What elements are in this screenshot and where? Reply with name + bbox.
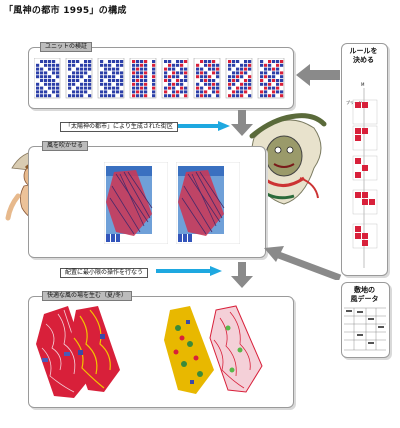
comfort-map-summer-b bbox=[70, 306, 120, 392]
unit-panel-label: ユニットの検証 bbox=[40, 42, 93, 52]
unit-thumbnail bbox=[129, 58, 157, 99]
page-title: 「風神の都市 1995」の構成 bbox=[4, 6, 127, 16]
rules-marker-mid: ブリッジ bbox=[346, 100, 362, 105]
rule-pattern bbox=[352, 189, 378, 215]
rule-pattern bbox=[352, 99, 378, 125]
rule-pattern bbox=[352, 155, 378, 181]
unit-thumbnail bbox=[161, 58, 189, 99]
unit-thumbnail bbox=[257, 58, 285, 99]
comfort-map-winter-a bbox=[164, 306, 214, 394]
unit-thumbnail bbox=[65, 58, 93, 99]
wind-god-illustration bbox=[249, 113, 327, 205]
placement-arrow bbox=[156, 266, 222, 276]
wind-map-right bbox=[176, 162, 240, 244]
rules-label-line2: 決める bbox=[353, 56, 374, 64]
rules-label: ルールを 決める bbox=[341, 47, 386, 65]
generated-arrow bbox=[178, 121, 230, 131]
rule-pattern bbox=[352, 223, 378, 249]
site-wind-label-line2: 風データ bbox=[350, 295, 379, 303]
down-arrow-2 bbox=[231, 262, 253, 288]
down-arrow-1 bbox=[231, 110, 253, 136]
site-wind-table bbox=[344, 307, 386, 351]
unit-thumbnail bbox=[97, 58, 125, 99]
placement-label: 配置に最小限の操作を行なう bbox=[60, 268, 149, 278]
comfort-panel-label: 快適な風の場を生む（夏/冬） bbox=[42, 291, 133, 301]
site-wind-panel bbox=[341, 282, 390, 358]
wind-map-left bbox=[104, 162, 168, 244]
rules-to-unit-arrow bbox=[296, 64, 340, 86]
comfort-map-winter-b bbox=[209, 305, 263, 393]
generated-label: 「太陽神の都市」により生成された街区 bbox=[60, 122, 178, 132]
unit-row bbox=[34, 58, 288, 102]
site-wind-label-line1: 敷地の bbox=[354, 286, 375, 294]
unit-thumbnail bbox=[34, 58, 61, 99]
rule-pattern bbox=[352, 125, 378, 151]
unit-thumbnail bbox=[225, 58, 253, 99]
wind-panel-label: 風を吹かせる bbox=[42, 141, 89, 151]
site-wind-label: 敷地の 風データ bbox=[341, 286, 388, 304]
unit-thumbnails bbox=[34, 58, 285, 99]
rules-label-line1: ルールを bbox=[349, 47, 378, 55]
rules-marker-top: M bbox=[361, 82, 365, 87]
site-to-wind-arrow bbox=[264, 246, 342, 280]
unit-thumbnail bbox=[193, 58, 221, 99]
rules-diagram bbox=[352, 88, 378, 268]
